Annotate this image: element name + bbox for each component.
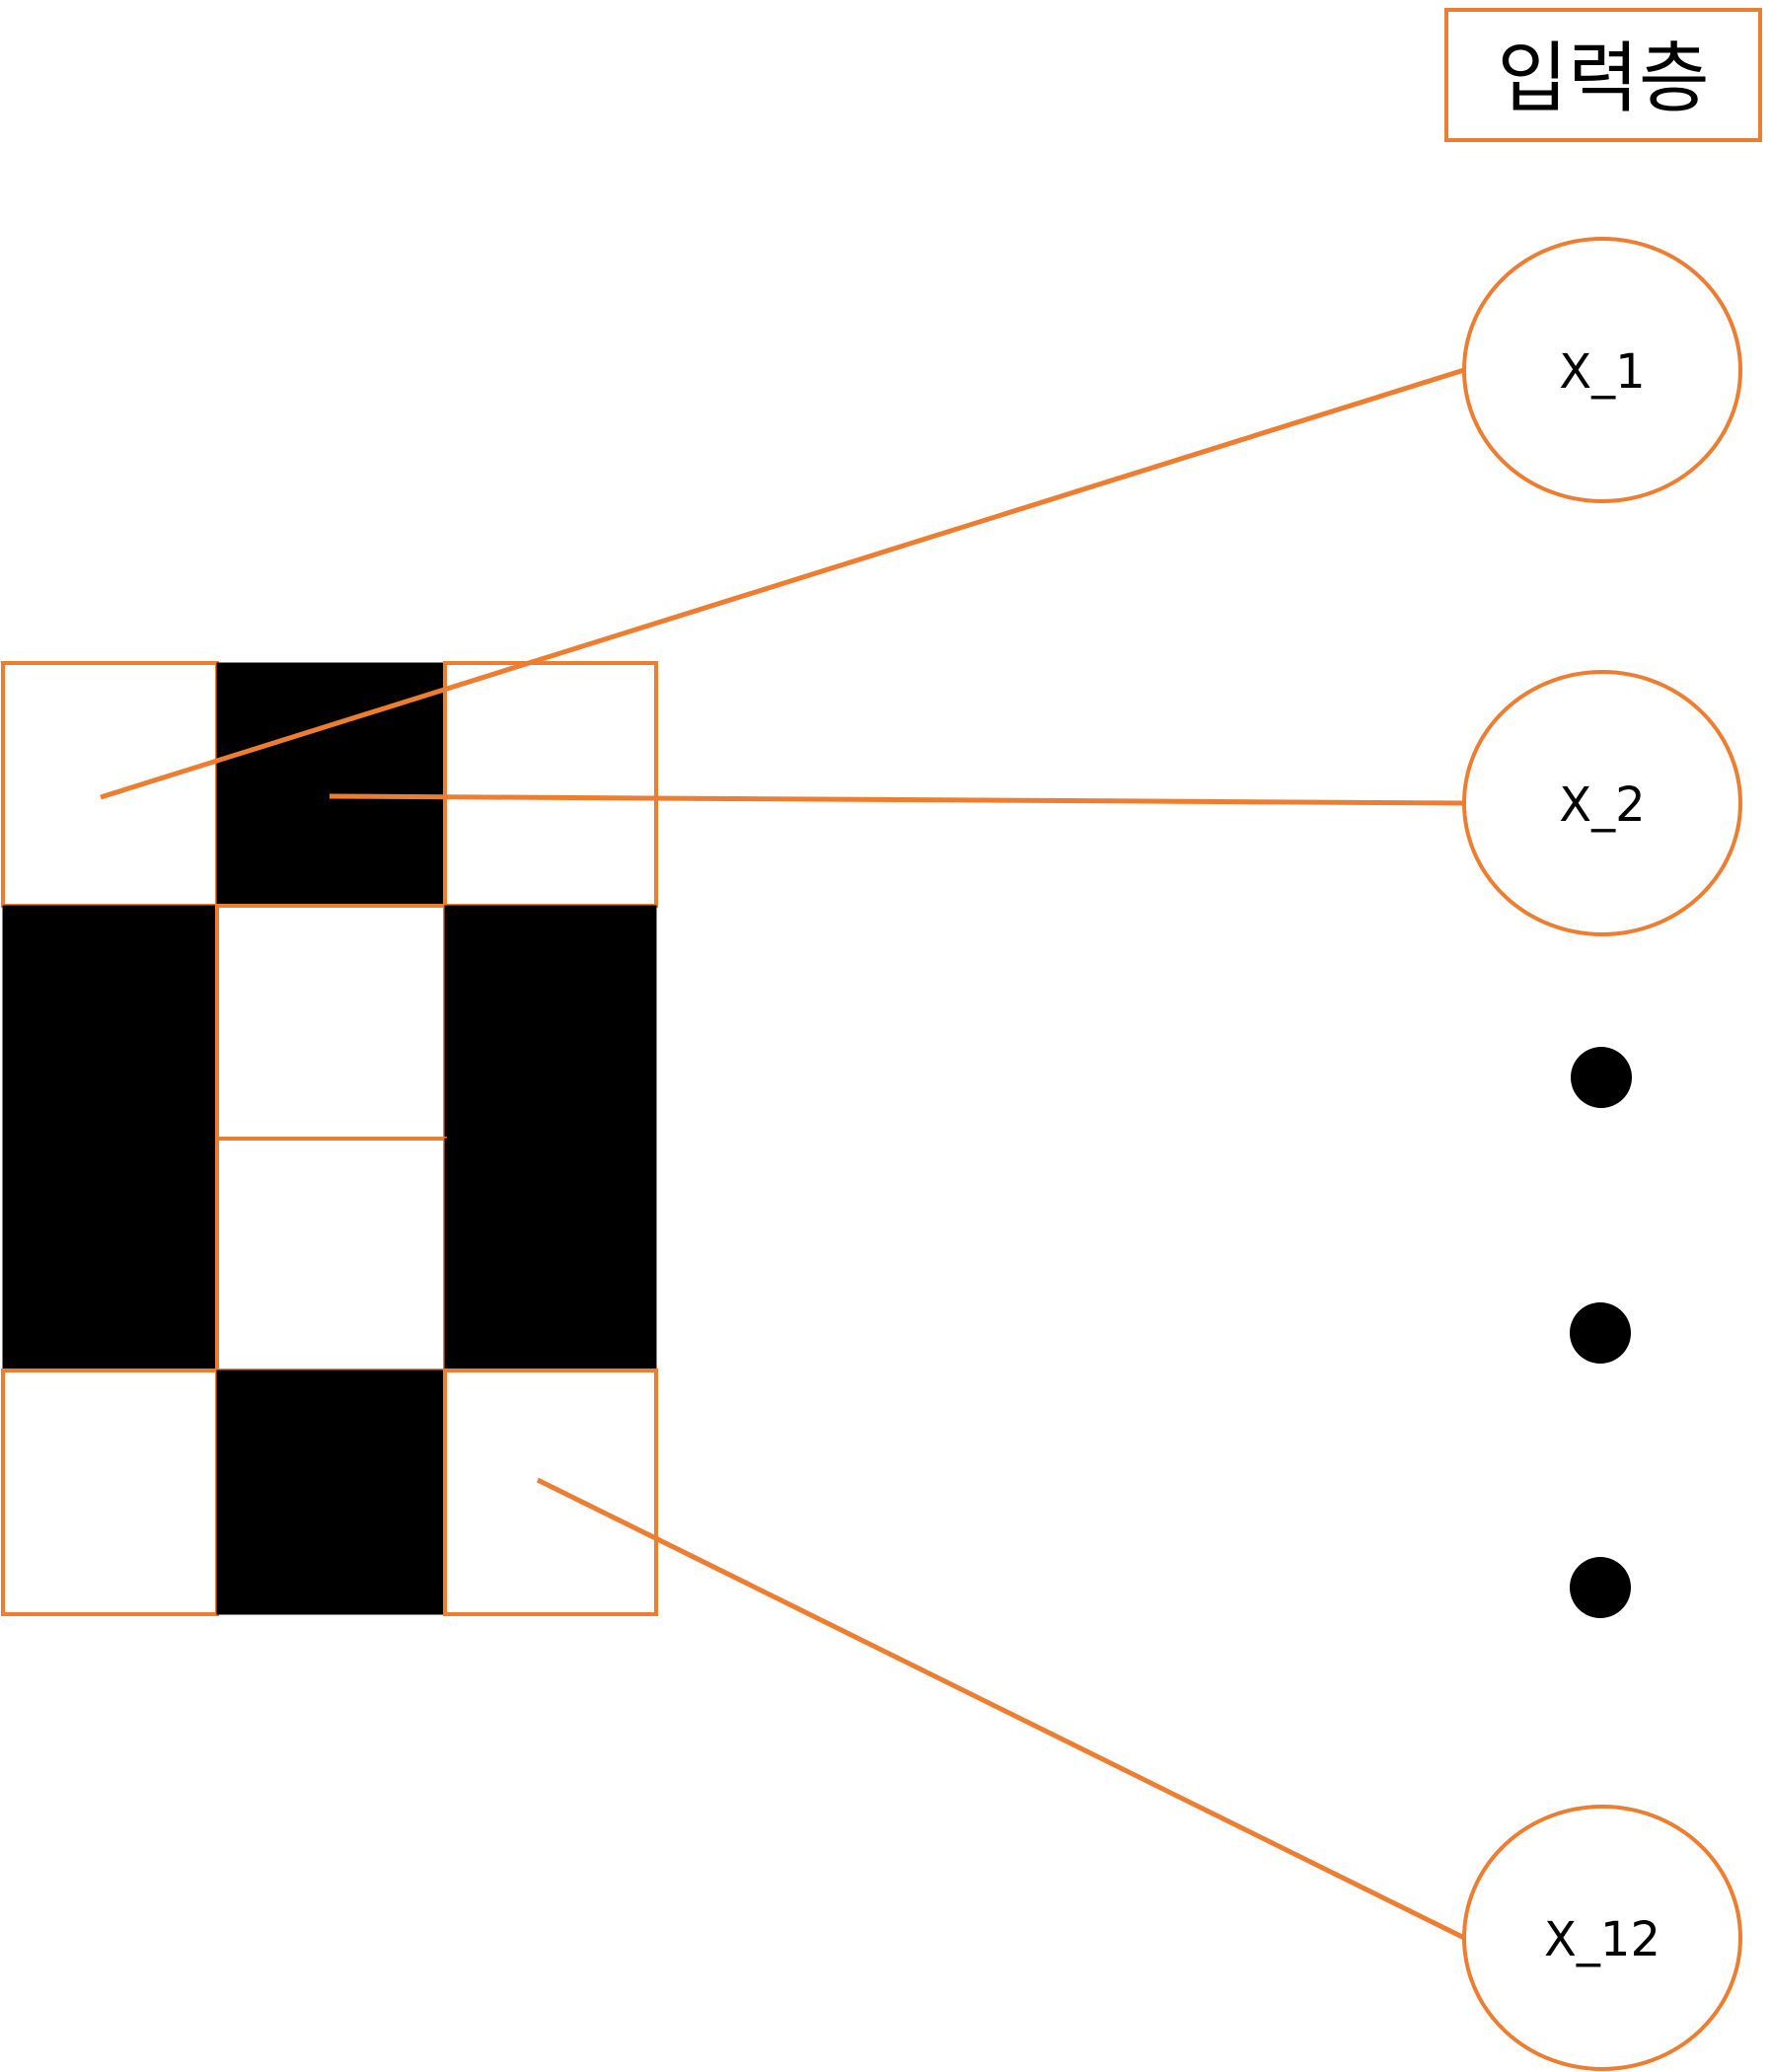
title-frame: [1444, 8, 1762, 142]
connection-line-x1: [100, 367, 1465, 800]
grid-cell-r3-c1: [2, 1138, 218, 1371]
node-circle: [1462, 1805, 1742, 2071]
connection-line-x12: [536, 1477, 1466, 1941]
node-circle: [1462, 670, 1742, 936]
grid-cell-r4-c2: [216, 1369, 446, 1615]
grid-cell-r2-c3: [444, 905, 657, 1140]
node-label: X_12: [1544, 1912, 1660, 1967]
input-node-x1: X_1: [1462, 237, 1742, 503]
node-label: X_1: [1559, 344, 1645, 400]
grid-cell-r4-c3: [443, 1369, 658, 1616]
pixel-grid: [1, 661, 658, 1616]
title-box: 입력층: [1444, 8, 1762, 142]
node-label: X_2: [1559, 777, 1645, 833]
grid-cell-r2-c2: [215, 904, 447, 1141]
ellipsis-dot: [1570, 1557, 1631, 1618]
grid-cell-r2-c1: [2, 905, 218, 1140]
ellipsis-dot: [1571, 1047, 1632, 1108]
node-circle: [1462, 237, 1742, 503]
input-nodes: X_1 X_2 X_12: [1462, 237, 1742, 2071]
grid-cell-r1-c3: [443, 661, 658, 908]
input-node-x12: X_12: [1462, 1805, 1742, 2071]
grid-cell-r3-c2: [215, 1137, 447, 1372]
input-node-x2: X_2: [1462, 670, 1742, 936]
ellipsis-dots: [1570, 1047, 1632, 1618]
grid-cell-r3-c3: [444, 1138, 657, 1371]
ellipsis-dot: [1570, 1302, 1631, 1364]
connections: [100, 367, 1466, 1941]
grid-cell-r1-c1: [1, 661, 219, 908]
title-text: 입력층: [1497, 35, 1709, 123]
connection-line-x2: [329, 793, 1465, 806]
grid-cell-r4-c1: [1, 1369, 219, 1616]
